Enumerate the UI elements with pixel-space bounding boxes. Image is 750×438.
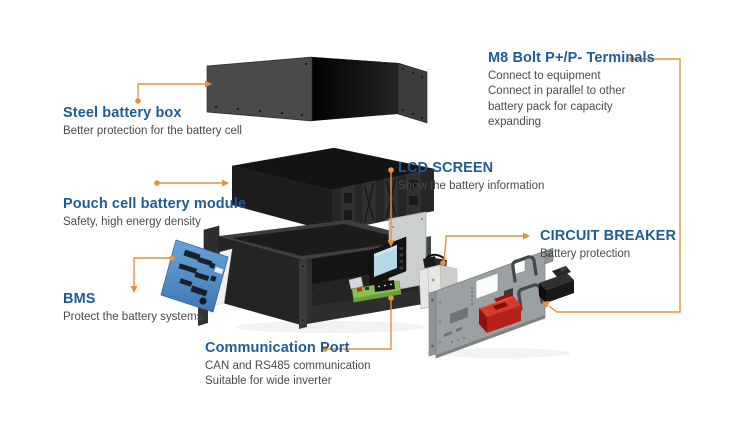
callout-description: expanding — [488, 115, 542, 128]
callout-pouch-cell-module: Pouch cell battery module Safety, high e… — [63, 195, 246, 230]
leader-comm-port — [322, 295, 394, 352]
back-panel-graphic — [428, 247, 554, 359]
leader-pouch-module — [154, 179, 229, 187]
steel-battery-box-graphic — [206, 56, 428, 124]
leader-bms — [130, 255, 175, 293]
callout-title: Pouch cell battery module — [63, 196, 246, 212]
callout-title: Communication Port — [205, 340, 350, 356]
callout-description: Show the battery information — [398, 180, 545, 192]
callout-description: battery pack for capacity — [488, 100, 613, 113]
callout-title: M8 Bolt P+/P- Terminals — [488, 50, 655, 66]
callout-lcd-screen: LCD SCREEN Show the battery information — [398, 159, 544, 194]
leader-circuit-breaker — [440, 232, 530, 266]
callout-description: Connect to equipment — [488, 70, 601, 82]
callout-description: Better protection for the battery cell — [63, 125, 242, 137]
leader-lcd — [387, 167, 395, 247]
battery-module-graphic — [231, 147, 435, 232]
callout-circuit-breaker: CIRCUIT BREAKER Battery protection — [540, 227, 676, 262]
callout-description: Safety, high energy density — [63, 216, 201, 228]
callout-title: LCD SCREEN — [398, 160, 494, 176]
black-terminal-graphic — [539, 266, 574, 303]
red-terminal-graphic — [479, 293, 521, 333]
communication-port-graphic — [348, 276, 402, 303]
callout-description: Battery protection — [540, 248, 631, 260]
bms-board-graphic — [160, 239, 233, 313]
callout-description: CAN and RS485 communication — [205, 360, 371, 372]
callout-title: BMS — [63, 291, 96, 307]
callout-description: Suitable for wide inverter — [205, 375, 332, 388]
callout-communication-port: Communication Port CAN and RS485 communi… — [205, 339, 371, 390]
leader-m8-terminals — [542, 56, 681, 313]
callout-title: CIRCUIT BREAKER — [540, 228, 677, 244]
shadow — [235, 321, 570, 358]
callout-m8-terminals: M8 Bolt P+/P- Terminals Connect to equip… — [488, 49, 655, 130]
callout-bms: BMS Protect the battery systems — [63, 290, 202, 325]
callout-description: Protect the battery systems — [63, 311, 203, 323]
lcd-screen-graphic — [369, 236, 407, 286]
callout-title: Steel battery box — [63, 105, 182, 121]
leader-steel-box — [135, 80, 212, 104]
callout-steel-battery-box: Steel battery box Better protection for … — [63, 104, 242, 139]
callout-description: Connect in parallel to other — [488, 85, 626, 98]
